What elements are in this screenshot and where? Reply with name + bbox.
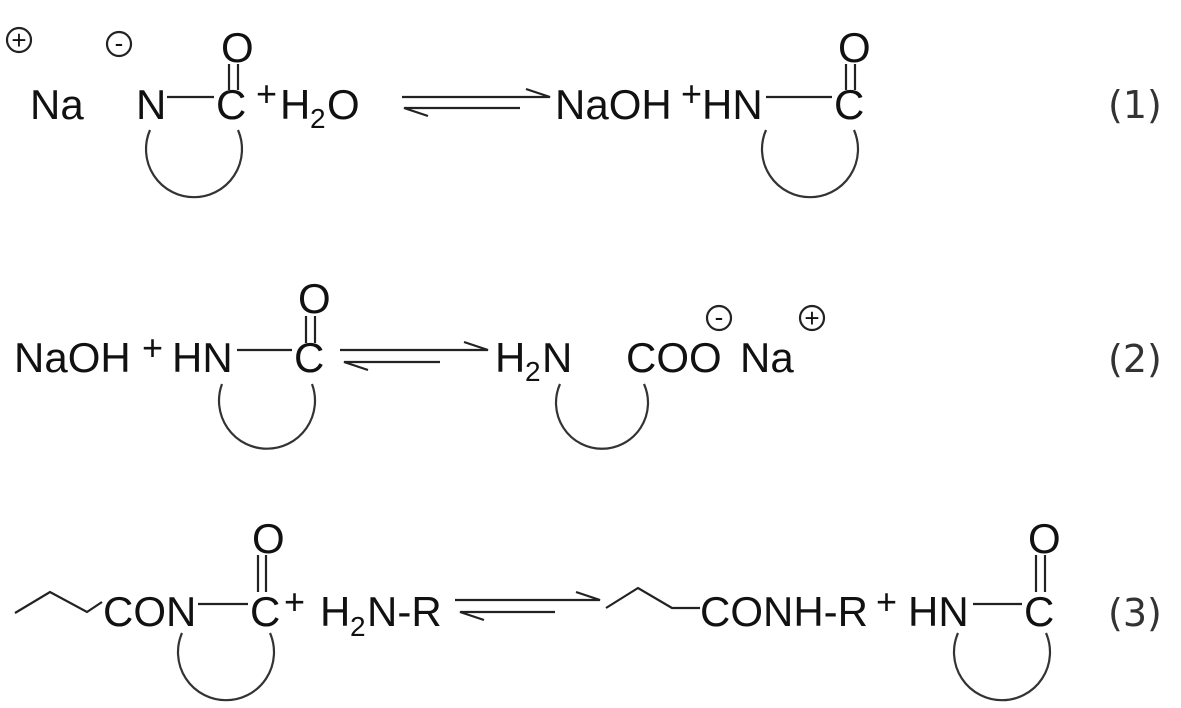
nitrogen: N — [542, 334, 572, 381]
plus-sign: + — [142, 327, 163, 368]
ring-arc — [144, 129, 244, 199]
nitrogen: N — [136, 81, 166, 128]
negative-charge-icon — [705, 304, 733, 332]
equation-number: (3) — [1108, 591, 1162, 635]
equilibrium-reverse-arrow — [403, 106, 520, 118]
plus-sign: + — [681, 73, 702, 114]
carboxylate: COO — [626, 334, 722, 381]
subscript-2: 2 — [310, 103, 326, 134]
oxygen: O — [298, 275, 331, 322]
amide-product: CONH-R — [700, 588, 868, 635]
oxygen: O — [327, 81, 360, 128]
reaction-2: NaOH + HN C O H 2 N COO - Na + (2) — [14, 275, 1162, 450]
carbon: C — [294, 334, 324, 381]
charge-plus: + — [804, 303, 819, 333]
carbon: C — [1024, 588, 1054, 635]
hn-group: HN — [702, 81, 763, 128]
sodium: Na — [740, 334, 794, 381]
equilibrium-reverse-arrow — [459, 610, 555, 622]
hydrogen: H — [280, 81, 310, 128]
oxygen: O — [221, 24, 254, 71]
subscript-2: 2 — [350, 611, 366, 642]
reaction-1: + Na - N C O + H 2 O NaOH + HN C O (1) — [5, 24, 1162, 199]
reaction-3: CON C O + H 2 N-R CONH-R + HN C O (3) — [14, 515, 1162, 702]
ring-arc — [760, 129, 860, 199]
sodium-hydroxide: NaOH — [555, 81, 672, 128]
oxygen: O — [838, 24, 871, 71]
equilibrium-forward-arrow — [402, 87, 551, 99]
chain-arc — [554, 383, 650, 450]
oxygen: O — [1028, 515, 1061, 562]
ring-arc — [217, 383, 317, 450]
charge-minus: - — [715, 302, 724, 332]
equation-number: (1) — [1108, 83, 1162, 127]
plus-sign: + — [876, 581, 897, 622]
positive-charge-icon — [5, 26, 33, 54]
carbon: C — [250, 588, 280, 635]
equation-number: (2) — [1108, 337, 1162, 381]
alkyl-chain — [605, 586, 700, 610]
hn-group: HN — [172, 334, 233, 381]
sodium: Na — [30, 81, 84, 128]
equilibrium-forward-arrow — [340, 340, 489, 352]
ring-arc — [952, 632, 1052, 702]
ring-arc — [176, 632, 276, 702]
charge-plus: + — [11, 25, 26, 55]
alkyl-chain — [14, 590, 103, 614]
negative-charge-icon — [105, 30, 133, 58]
plus-sign: + — [284, 581, 305, 622]
positive-charge-icon — [798, 304, 826, 332]
equilibrium-reverse-arrow — [343, 360, 440, 372]
carbon: C — [834, 81, 864, 128]
plus-sign: + — [256, 73, 277, 114]
charge-minus: - — [115, 28, 124, 58]
carbon: C — [216, 81, 246, 128]
oxygen: O — [252, 515, 285, 562]
equilibrium-forward-arrow — [455, 590, 601, 602]
sodium-hydroxide: NaOH — [14, 334, 131, 381]
hydrogen: H — [320, 588, 350, 635]
subscript-2: 2 — [525, 356, 541, 387]
amine-group: N-R — [367, 588, 442, 635]
acyl-imide-group: CON — [103, 588, 196, 635]
hn-group: HN — [908, 588, 969, 635]
hydrogen: H — [495, 334, 525, 381]
